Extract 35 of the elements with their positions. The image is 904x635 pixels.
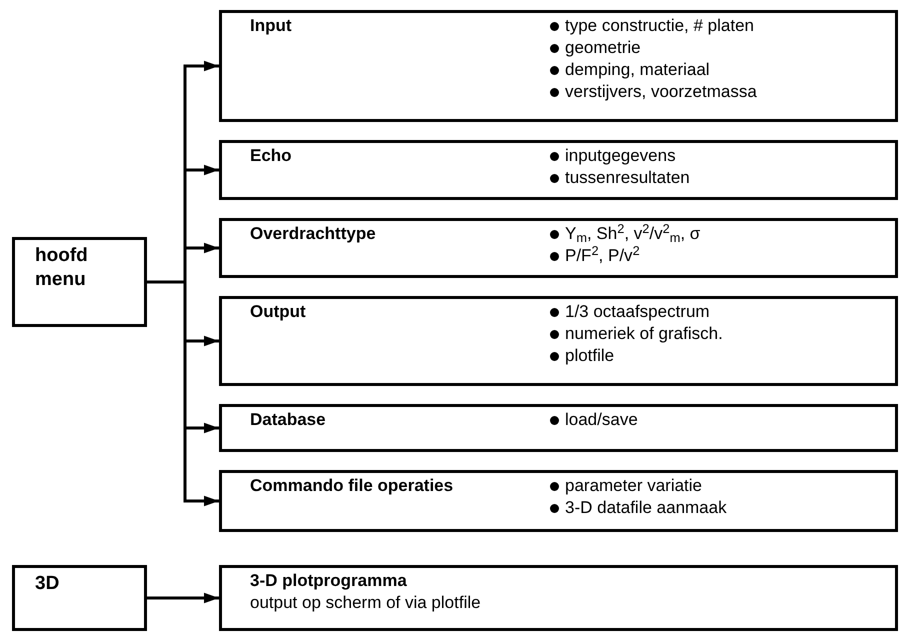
- bullet-item: type constructie, # platen: [565, 15, 754, 37]
- bullet-item: inputgegevens: [565, 145, 676, 167]
- module-box: [219, 218, 898, 278]
- module-title: Commando file operaties: [250, 475, 454, 497]
- module-box: [219, 140, 898, 200]
- module-box: [219, 296, 898, 386]
- bullet-item: verstijvers, voorzetmassa: [565, 81, 757, 103]
- bullet-item: geometrie: [565, 37, 641, 59]
- bullet-item: load/save: [565, 409, 638, 431]
- module-title: Echo: [250, 145, 293, 167]
- bullet-item: P/F$^{2}$, P/v$^{2}$: [565, 245, 640, 267]
- bullet-item: 3-D datafile aanmaak: [565, 497, 727, 519]
- module-box: [219, 10, 898, 122]
- menu-title: hoofdmenu: [35, 244, 89, 292]
- bullet-item: demping, materiaal: [565, 59, 710, 81]
- module-title: Output: [250, 301, 307, 323]
- menu-title: 3D: [35, 572, 60, 596]
- bullet-item: numeriek of grafisch.: [565, 323, 723, 345]
- bullet-item: tussenresultaten: [565, 167, 690, 189]
- module-box: [219, 470, 898, 532]
- module-description: output op scherm of via plotfile: [250, 592, 482, 614]
- menu-box: [12, 565, 147, 631]
- bullet-item: Y$_{m}$, Sh$^{2}$, v$^{2}$/v$^{2}$$_{m}$, σ: [565, 223, 700, 245]
- arrow: [147, 280, 219, 506]
- bullet-item: plotfile: [565, 345, 614, 367]
- module-box: [219, 404, 898, 452]
- menu-box: [12, 237, 147, 327]
- module-title: 3-D plotprogramma: [250, 570, 408, 592]
- module-box: [219, 565, 898, 631]
- bullet-item: 1/3 octaafspectrum: [565, 301, 710, 323]
- module-title: Overdrachttype: [250, 223, 377, 245]
- module-title: Input: [250, 15, 293, 37]
- arrow: [147, 592, 219, 604]
- bullet-item: parameter variatie: [565, 475, 702, 497]
- module-title: Database: [250, 409, 327, 431]
